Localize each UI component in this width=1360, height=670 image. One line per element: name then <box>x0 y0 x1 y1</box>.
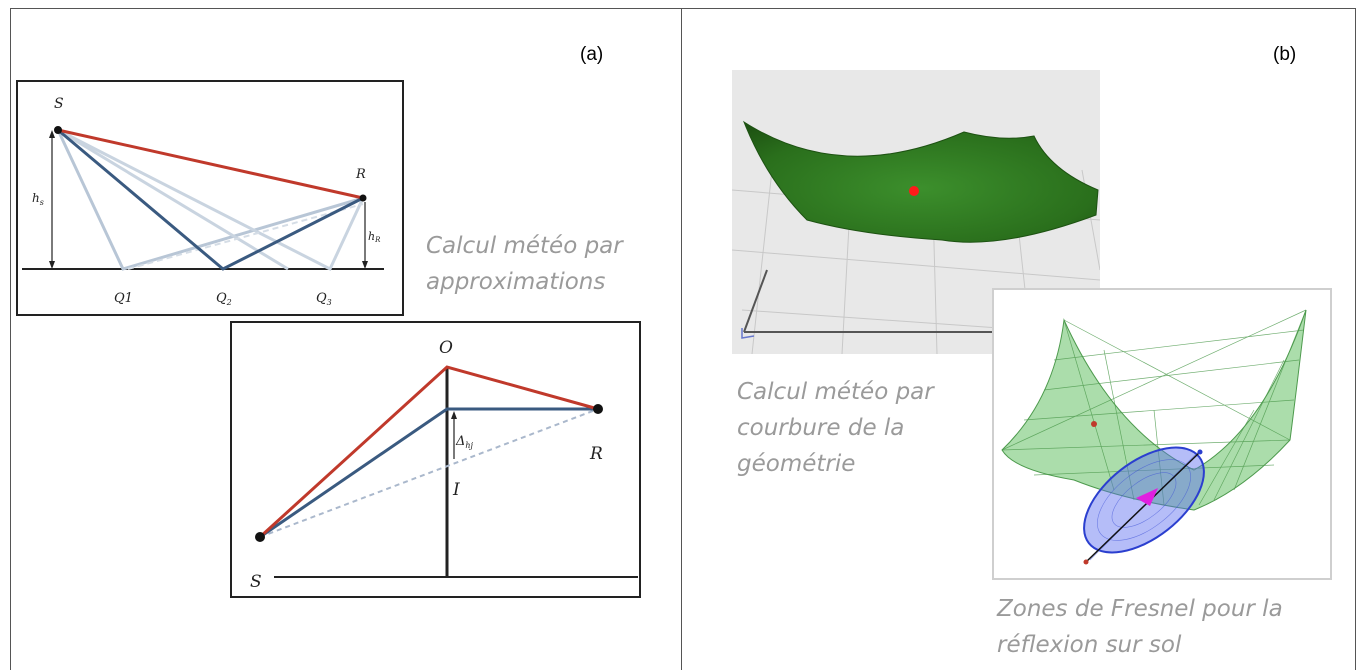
caption-line: réflexion sur sol <box>997 632 1182 658</box>
faded-ray-dashed <box>127 203 364 270</box>
center-point <box>909 186 919 196</box>
fresnel-svg <box>1001 309 1307 565</box>
source-point <box>54 126 62 134</box>
ray-axis <box>1085 451 1201 563</box>
mesh-surface <box>1001 309 1307 511</box>
label-hr: hR <box>368 230 381 244</box>
receiver-point <box>593 404 603 414</box>
label-O: O <box>439 338 453 358</box>
red-path <box>258 365 599 539</box>
direct-dashed <box>259 408 599 538</box>
curved-surface <box>742 120 1099 243</box>
panel-b-label: (b) <box>1273 44 1297 65</box>
direct-ray <box>57 128 364 200</box>
approximation-diagram-svg: S R hs hR Q1 Q2 Q3 <box>22 96 384 307</box>
faded-ray-q1 <box>56 129 364 271</box>
caption-curvature: Calcul météo par courbure de la géométri… <box>737 374 934 482</box>
reflected-ray-q2 <box>57 128 364 271</box>
caption-line: Zones de Fresnel pour la <box>997 596 1283 622</box>
curvature-diagram-svg: O R I S Δhj <box>250 338 638 592</box>
curvature-diagram: O R I S Δhj <box>230 321 641 598</box>
panel-a-label: (a) <box>580 44 604 65</box>
reflection-marker <box>1136 488 1158 506</box>
label-Q2: Q2 <box>216 291 232 307</box>
faded-ray-extra <box>57 128 289 271</box>
figure-frame <box>10 8 1356 670</box>
label-delta: Δhj <box>455 434 474 450</box>
source-point <box>255 532 265 542</box>
endpoint-r <box>1197 449 1203 455</box>
label-S: S <box>54 96 64 112</box>
caption-fresnel: Zones de Fresnel pour la réflexion sur s… <box>997 591 1283 663</box>
label-hs: hs <box>32 191 44 207</box>
two-ray-approximation-diagram: S R hs hR Q1 Q2 Q3 <box>16 80 404 316</box>
fresnel-zone-render <box>992 288 1332 580</box>
axis-gizmo <box>741 328 755 339</box>
caption-line: géométrie <box>737 451 856 477</box>
label-I: I <box>452 480 460 500</box>
caption-approximations: Calcul météo par approximations <box>426 228 623 300</box>
caption-line: Calcul météo par <box>737 379 934 405</box>
caption-line: approximations <box>426 269 606 295</box>
label-S: S <box>250 572 262 592</box>
mesh-lines <box>1001 309 1307 506</box>
panel-divider <box>681 8 682 670</box>
receiver-point <box>359 194 367 202</box>
label-R: R <box>355 167 366 182</box>
caption-line: Calcul météo par <box>426 233 623 259</box>
faded-ray-q3 <box>57 128 365 272</box>
label-Q1: Q1 <box>114 291 133 306</box>
caption-line: courbure de la <box>737 415 905 441</box>
label-R: R <box>589 444 603 464</box>
endpoint-s <box>1083 559 1089 565</box>
curved-surface-svg <box>731 120 1101 355</box>
blue-path <box>259 407 598 539</box>
image-point <box>1091 421 1097 427</box>
label-Q3: Q3 <box>316 291 332 307</box>
